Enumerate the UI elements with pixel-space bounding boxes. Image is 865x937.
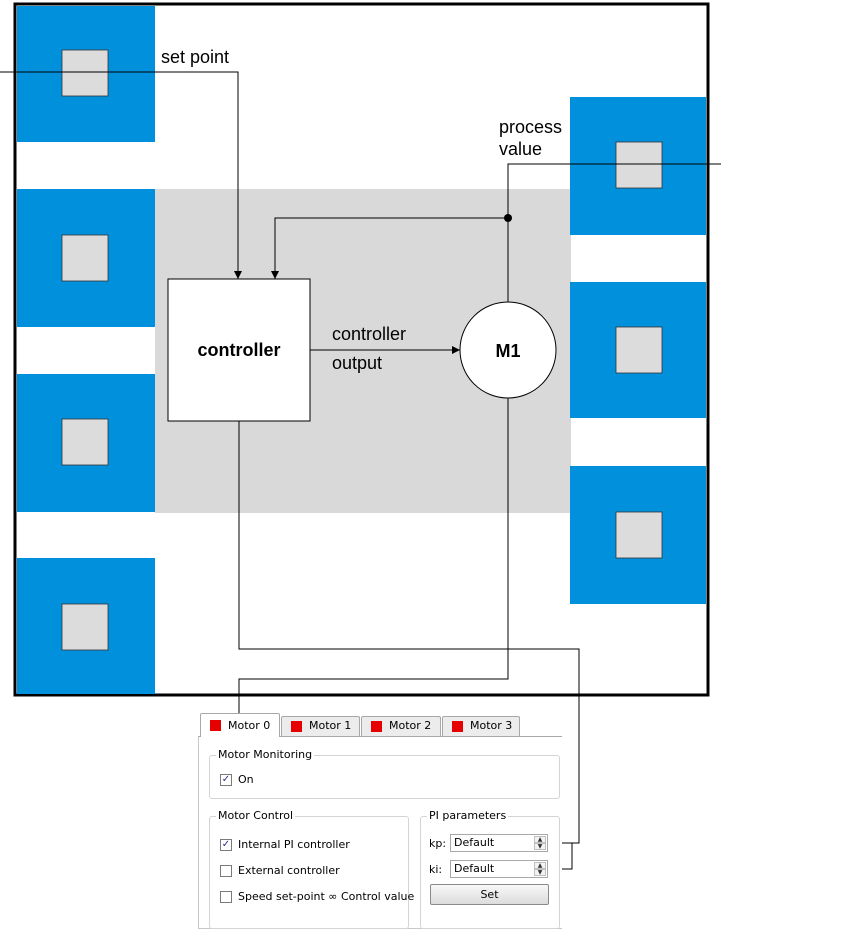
status-square-icon: [452, 721, 463, 732]
tab-motor-3[interactable]: Motor 3: [442, 716, 520, 736]
tab-pane: Motor Monitoring ✓ On Motor Control ✓ In…: [198, 736, 562, 929]
kp-spinbox[interactable]: Default ▲ ▼: [450, 834, 548, 852]
motor-label: M1: [495, 341, 520, 361]
tab-label: Motor 1: [309, 719, 352, 732]
ki-spinbox[interactable]: Default ▲ ▼: [450, 860, 548, 878]
ki-label: ki:: [429, 863, 443, 876]
checkbox-label: External controller: [238, 864, 340, 877]
checkbox-label: On: [238, 773, 254, 786]
set-point-line: [0, 71, 242, 279]
controller-output-label-line2: output: [332, 353, 382, 373]
checkbox-label: Speed set-point ∞ Control value: [238, 890, 415, 903]
motor-settings-panel: Motor 0 Motor 1 Motor 2 Motor 3 Motor Mo…: [198, 713, 562, 929]
controller-block: [167, 278, 311, 422]
arrow-up-icon[interactable]: ▲: [534, 862, 546, 869]
signal-lines: [0, 71, 721, 870]
set-point-label: set point: [161, 47, 229, 67]
pad-left-4-inner: [61, 603, 109, 651]
status-square-icon: [291, 721, 302, 732]
feedback-line: [271, 217, 508, 279]
pi-parameters-group: PI parameters kp: Default ▲ ▼ ki: Defaul…: [420, 809, 560, 929]
check-icon: ✓: [220, 839, 232, 851]
motor-circle: [459, 301, 557, 399]
pad-left-3-inner: [61, 418, 109, 466]
tab-label: Motor 2: [389, 719, 432, 732]
status-square-icon: [210, 720, 221, 731]
group-title: PI parameters: [427, 809, 509, 822]
tab-motor-1[interactable]: Motor 1: [281, 716, 360, 736]
tab-motor-2[interactable]: Motor 2: [361, 716, 441, 736]
pad-right-3-inner: [615, 511, 663, 559]
pad-left-1-inner: [61, 49, 109, 97]
motor-control-group: Motor Control ✓ Internal PI controller E…: [209, 809, 414, 929]
arrow-down-icon[interactable]: ▼: [534, 843, 546, 850]
tab-motor-0[interactable]: Motor 0: [200, 713, 280, 737]
tab-label: Motor 3: [470, 719, 513, 732]
panel-to-motor-line: [238, 368, 512, 713]
status-square-icon: [371, 721, 382, 732]
kp-value: Default: [454, 836, 495, 849]
process-value-label-line2: value: [499, 139, 542, 159]
right-pads: [570, 97, 706, 604]
checkbox-label: Internal PI controller: [238, 838, 350, 851]
group-title: Motor Monitoring: [216, 748, 315, 761]
checkbox-box: [220, 865, 232, 877]
pad-right-1-inner: [615, 141, 663, 189]
controller-output-label-line1: controller: [332, 324, 406, 344]
motor-monitoring-group: Motor Monitoring ✓ On: [209, 748, 560, 799]
process-value-label-line1: process: [499, 117, 562, 137]
arrow-down-icon[interactable]: ▼: [534, 869, 546, 876]
tab-label: Motor 0: [228, 719, 271, 732]
pi-to-controller-line: [235, 393, 580, 844]
pad-right-2-inner: [615, 326, 663, 374]
set-button[interactable]: Set: [430, 884, 549, 905]
check-icon: ✓: [220, 774, 232, 786]
process-value-line: [507, 163, 721, 302]
left-pads: [17, 6, 155, 694]
controller-label: controller: [197, 340, 280, 360]
junction-dot: [504, 214, 512, 222]
kp-label: kp:: [429, 837, 447, 850]
group-title: Motor Control: [216, 809, 296, 822]
arrow-up-icon[interactable]: ▲: [534, 836, 546, 843]
pad-left-2-inner: [61, 234, 109, 282]
checkbox-box: [220, 891, 232, 903]
ki-value: Default: [454, 862, 495, 875]
